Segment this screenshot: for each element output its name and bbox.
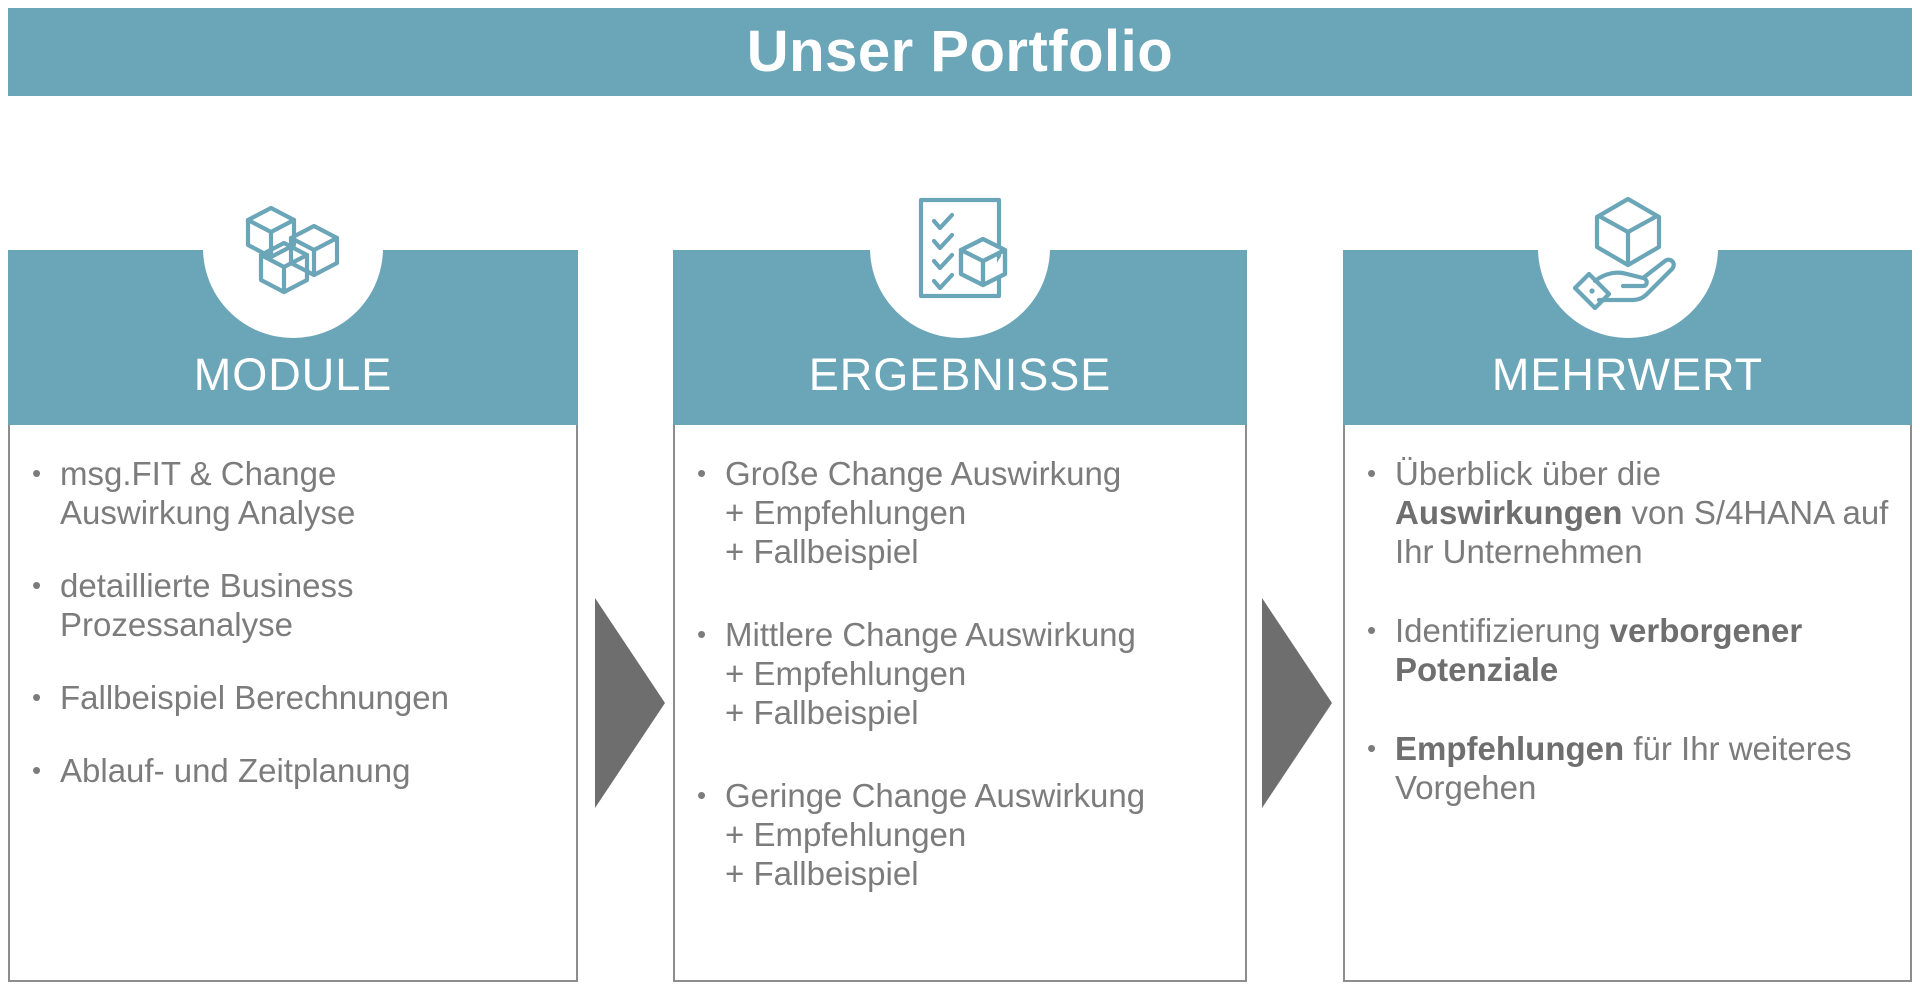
list-item-line: Geringe Change Auswirkung [725, 776, 1146, 814]
list-item: • Identifizierung verborgener Potenziale [1367, 612, 1892, 690]
bullet-dot-icon: • [32, 754, 42, 785]
list-item-text: detaillierte Business Prozessanalyse [60, 567, 558, 645]
list-item-line: Auswirkung Analyse [60, 493, 356, 531]
list-item: • Mittlere Change Auswirkung + Empfehlun… [697, 616, 1227, 733]
bullet-dot-icon: • [1367, 732, 1377, 763]
bullet-dot-icon: • [697, 458, 707, 488]
list-item-text: Große Change Auswirkung + Empfehlungen +… [725, 455, 1227, 572]
bullet-dot-icon: • [32, 569, 42, 600]
bullet-list-ergebnisse: • Große Change Auswirkung + Empfehlungen… [697, 455, 1227, 893]
list-item: • Fallbeispiel Berechnungen [32, 679, 558, 718]
list-item: • Ablauf- und Zeitplanung [32, 752, 558, 791]
list-item-line: + Empfehlungen [725, 493, 967, 531]
list-item: • msg.FIT & Change Auswirkung Analyse [32, 455, 558, 533]
list-item: • Empfehlungen für Ihr weiteres Vorgehen [1367, 730, 1892, 808]
bullet-list-module: • msg.FIT & Change Auswirkung Analyse • … [32, 455, 558, 791]
bullet-dot-icon: • [1367, 458, 1377, 488]
column-header-mehrwert: MEHRWERT [1343, 158, 1912, 425]
list-item-line: msg.FIT & Change [60, 455, 337, 492]
list-item-text: Überblick über die Auswirkungen von S/4H… [1395, 455, 1889, 570]
list-item-line: Ablauf- und Zeitplanung [60, 751, 411, 789]
list-item-line: + Empfehlungen [725, 815, 967, 853]
list-item-line: detaillierte Business [60, 566, 354, 604]
list-item-text: Empfehlungen für Ihr weiteres Vorgehen [1395, 729, 1852, 806]
column-mehrwert: MEHRWERT • Überblick über die Auswirkung… [1343, 158, 1912, 982]
hand-holding-cube-icon [1537, 158, 1718, 338]
list-item-line: + Fallbeispiel [725, 693, 919, 731]
list-item-text: Ablauf- und Zeitplanung [60, 752, 558, 791]
page-title: Unser Portfolio [746, 19, 1174, 84]
list-item-line: Prozessanalyse [60, 605, 293, 643]
column-ergebnisse: ERGEBNISSE • Große Change Auswirkung + E… [673, 158, 1247, 982]
arrow-right-icon-ergebnisse-to-mehrwert [1262, 598, 1332, 808]
column-label-module: MODULE [193, 349, 393, 400]
column-module: MODULE • msg.FIT & Change Auswirkung Ana… [8, 158, 578, 982]
arrow-right-icon-module-to-ergebnisse [595, 598, 665, 808]
bullet-dot-icon: • [32, 458, 42, 488]
list-item-text: Mittlere Change Auswirkung + Empfehlunge… [725, 616, 1227, 733]
column-body-ergebnisse: • Große Change Auswirkung + Empfehlungen… [673, 425, 1247, 982]
column-body-module: • msg.FIT & Change Auswirkung Analyse • … [8, 425, 578, 982]
list-item-line: + Fallbeispiel [725, 854, 919, 892]
column-label-ergebnisse: ERGEBNISSE [808, 349, 1112, 400]
list-item-line: + Empfehlungen [725, 654, 967, 692]
column-header-module: MODULE [8, 158, 578, 425]
list-item-line: Mittlere Change Auswirkung [725, 615, 1136, 653]
bullet-dot-icon: • [697, 618, 707, 649]
list-item: • detaillierte Business Prozessanalyse [32, 567, 558, 645]
list-item-text: Geringe Change Auswirkung + Empfehlungen… [725, 777, 1227, 894]
list-item-line: Große Change Auswirkung [725, 455, 1122, 492]
page-title-banner: Unser Portfolio [8, 8, 1912, 96]
column-header-ergebnisse: ERGEBNISSE [673, 158, 1247, 425]
column-body-mehrwert: • Überblick über die Auswirkungen von S/… [1343, 425, 1912, 982]
bullet-list-mehrwert: • Überblick über die Auswirkungen von S/… [1367, 455, 1892, 808]
bullet-dot-icon: • [1367, 614, 1377, 645]
list-item-text: Fallbeispiel Berechnungen [60, 679, 558, 718]
list-item-text: msg.FIT & Change Auswirkung Analyse [60, 455, 558, 533]
bullet-dot-icon: • [32, 681, 42, 712]
bullet-dot-icon: • [697, 779, 707, 810]
checklist-cube-icon [870, 158, 1050, 338]
list-item-line: Fallbeispiel Berechnungen [60, 678, 449, 716]
list-item-text: Identifizierung verborgener Potenziale [1395, 611, 1803, 688]
three-cubes-icon [203, 158, 383, 338]
list-item: • Große Change Auswirkung + Empfehlungen… [697, 455, 1227, 572]
list-item: • Überblick über die Auswirkungen von S/… [1367, 455, 1892, 572]
column-label-mehrwert: MEHRWERT [1491, 349, 1764, 400]
list-item: • Geringe Change Auswirkung + Empfehlung… [697, 777, 1227, 894]
list-item-line: + Fallbeispiel [725, 532, 919, 570]
